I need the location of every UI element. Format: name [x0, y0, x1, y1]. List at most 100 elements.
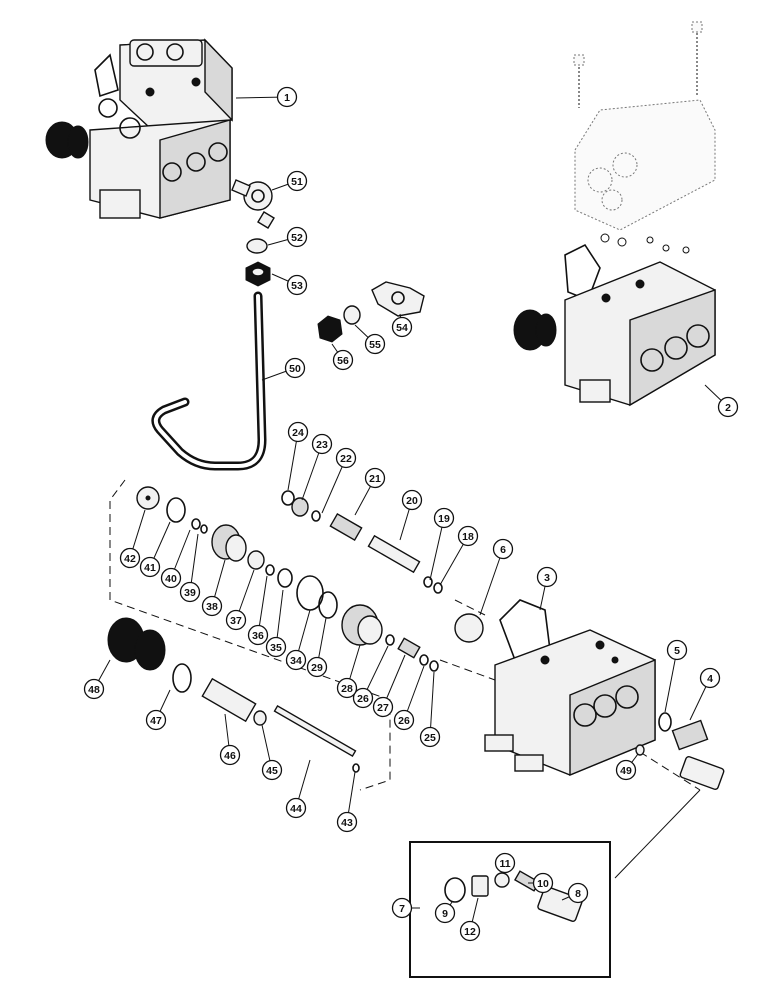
callout-number: 47: [150, 715, 162, 727]
callout-circle: [336, 811, 358, 833]
callout-7: 7: [391, 897, 420, 919]
callout-3: 3: [536, 566, 558, 611]
callout-circle: [401, 489, 423, 511]
callout-circle: [352, 687, 374, 709]
callout-6: 6: [479, 538, 514, 616]
callout-number: 36: [252, 630, 264, 642]
callout-29: 29: [306, 617, 328, 678]
callout-circle: [615, 759, 637, 781]
callout-number: 6: [500, 544, 506, 556]
callout-18: 18: [439, 525, 479, 586]
callout-circle: [285, 649, 307, 671]
callout-circle: [145, 709, 167, 731]
callout-37: 37: [225, 569, 255, 631]
callout-54: 54: [391, 313, 413, 338]
callout-circle: [391, 316, 413, 338]
callout-number: 40: [165, 573, 177, 585]
callout-leader: [429, 671, 435, 738]
callout-number: 26: [357, 693, 369, 705]
callout-labels: 1234567891011121819202122232425262627282…: [83, 86, 739, 942]
callout-51: 51: [271, 170, 308, 192]
callout-circle: [567, 882, 589, 904]
callout-circle: [434, 902, 456, 924]
callout-number: 8: [575, 888, 581, 900]
callout-number: 52: [291, 232, 303, 244]
callout-53: 53: [271, 273, 308, 296]
callout-circle: [335, 447, 357, 469]
callout-number: 49: [620, 765, 632, 777]
callout-number: 2: [725, 402, 731, 414]
callout-circle: [286, 170, 308, 192]
callout-number: 23: [316, 439, 328, 451]
callout-circle: [119, 547, 141, 569]
callout-circle: [666, 639, 688, 661]
callout-number: 48: [88, 684, 100, 696]
callout-number: 55: [369, 339, 381, 351]
callout-20: 20: [399, 489, 423, 541]
callout-number: 19: [438, 513, 450, 525]
callout-44: 44: [285, 759, 311, 819]
callout-number: 28: [341, 683, 353, 695]
callout-circle: [457, 525, 479, 547]
callout-circle: [419, 726, 441, 748]
callout-circle: [717, 396, 739, 418]
callout-circle: [311, 433, 333, 455]
valve-assembly-part-2: [513, 21, 716, 407]
callout-number: 53: [291, 280, 303, 292]
callout-circle: [225, 609, 247, 631]
callout-26: 26: [393, 665, 425, 731]
callout-number: 45: [266, 765, 278, 777]
callout-number: 7: [399, 903, 405, 915]
callout-leader: [664, 649, 678, 713]
callout-number: 25: [424, 732, 436, 744]
callout-23: 23: [301, 433, 333, 501]
callout-number: 56: [337, 355, 349, 367]
callout-circle: [83, 678, 105, 700]
callout-circle: [139, 556, 161, 578]
callout-circle: [492, 538, 514, 560]
callout-circle: [201, 595, 223, 617]
callout-55: 55: [354, 324, 386, 355]
callout-number: 46: [224, 750, 236, 762]
callout-4: 4: [689, 667, 721, 721]
callout-leader: [479, 548, 504, 616]
callout-28: 28: [336, 644, 361, 699]
callout-number: 10: [537, 878, 549, 890]
callout-26: 26: [352, 645, 389, 709]
valve-assembly-part-1: [45, 38, 233, 219]
callout-38: 38: [201, 559, 226, 617]
callout-39: 39: [179, 533, 201, 603]
callout-1: 1: [235, 86, 298, 108]
callout-number: 27: [377, 702, 389, 714]
callout-circle: [699, 667, 721, 689]
callout-circle: [494, 852, 516, 874]
callout-36: 36: [247, 575, 269, 646]
callout-number: 42: [124, 553, 136, 565]
callout-circle: [276, 86, 298, 108]
callout-circle: [284, 357, 306, 379]
callout-circle: [536, 566, 558, 588]
callout-number: 21: [369, 473, 381, 485]
callout-number: 1: [284, 92, 290, 104]
callout-number: 44: [290, 803, 302, 815]
callout-circle: [286, 226, 308, 248]
callout-number: 12: [464, 926, 476, 938]
callout-9: 9: [434, 901, 456, 924]
callout-circle: [393, 709, 415, 731]
tube-part-50: [151, 291, 267, 471]
callout-50: 50: [261, 357, 306, 381]
callout-8: 8: [561, 882, 589, 904]
callout-19: 19: [429, 507, 455, 581]
callout-circle: [285, 797, 307, 819]
callout-number: 9: [442, 908, 448, 920]
callout-leader: [429, 517, 445, 581]
callout-number: 54: [396, 322, 408, 334]
callout-47: 47: [145, 689, 171, 731]
callout-circle: [459, 920, 481, 942]
callout-circle: [532, 872, 554, 894]
callout-circle: [265, 636, 287, 658]
callout-number: 43: [341, 817, 353, 829]
callout-number: 18: [462, 531, 474, 543]
callout-circle: [433, 507, 455, 529]
